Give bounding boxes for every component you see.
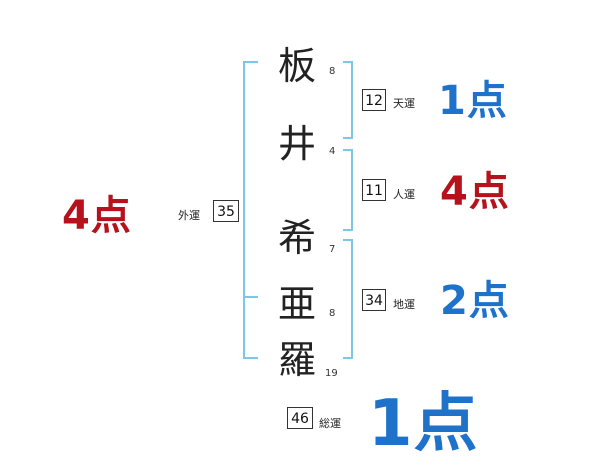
chi-un-label: 地運: [393, 298, 415, 311]
stroke-count-4: 8: [329, 308, 336, 319]
stroke-count-5: 19: [325, 368, 338, 379]
jin-un-value-box: 11: [362, 179, 386, 201]
ten-un-score: 1点: [438, 78, 508, 124]
ten-un-label: 天運: [393, 97, 415, 110]
sou-un-label: 総運: [319, 417, 341, 430]
chi-un-score: 2点: [440, 278, 510, 324]
sou-un-value-box: 46: [287, 407, 313, 429]
name-char-3: 希: [277, 216, 316, 260]
name-char-4: 亜: [277, 282, 316, 326]
stroke-count-3: 7: [329, 244, 336, 255]
stroke-count-2: 4: [329, 146, 336, 157]
name-char-5: 羅: [277, 338, 316, 382]
stroke-count-1: 8: [329, 66, 336, 77]
name-char-1: 板: [277, 44, 316, 88]
name-char-2: 井: [277, 122, 316, 166]
jin-un-label: 人運: [393, 188, 415, 201]
ten-un-value-box: 12: [362, 89, 386, 111]
sou-un-score: 1点: [368, 387, 479, 461]
gai-un-label: 外運: [178, 209, 200, 222]
gai-un-value-box: 35: [213, 200, 239, 222]
chi-un-value-box: 34: [362, 289, 386, 311]
gai-un-score: 4点: [62, 193, 132, 239]
jin-un-score: 4点: [440, 169, 510, 215]
